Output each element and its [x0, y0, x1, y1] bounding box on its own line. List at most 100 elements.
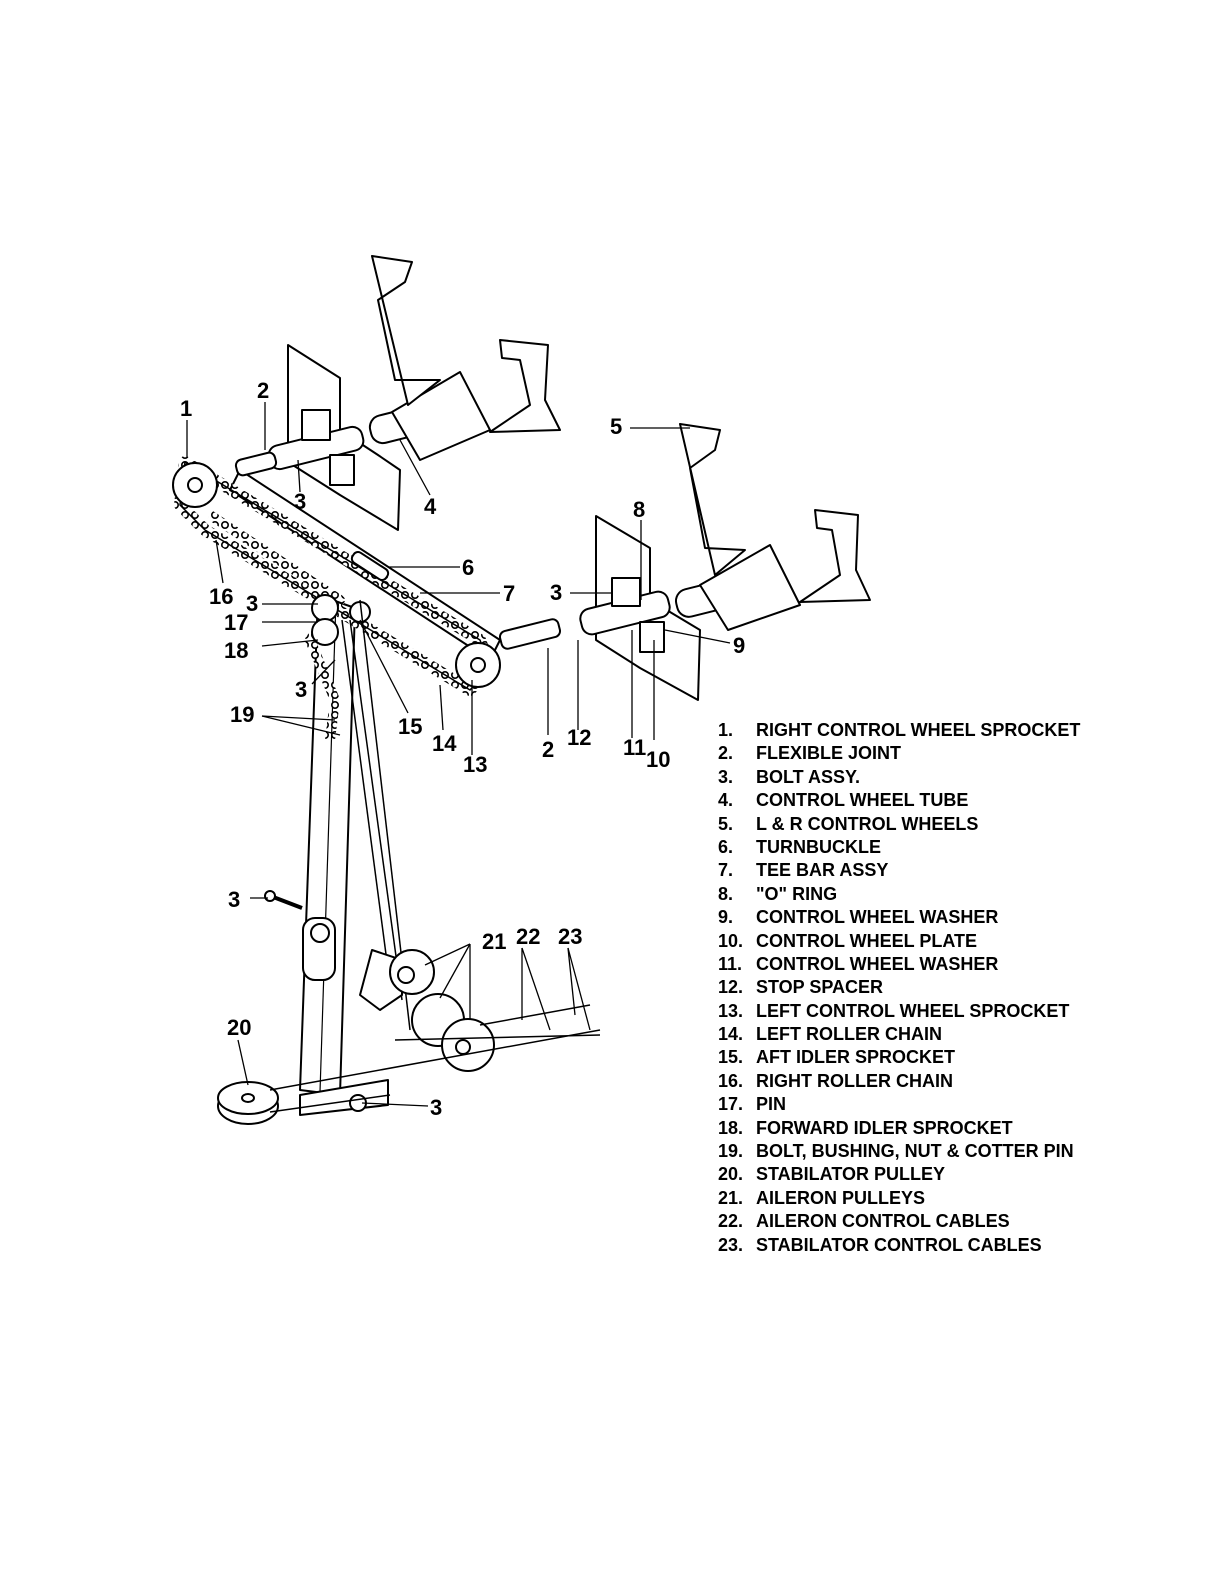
- legend-label: AILERON CONTROL CABLES: [756, 1211, 1010, 1232]
- legend-number: 13.: [718, 1000, 744, 1021]
- callout-10: 10: [646, 747, 670, 772]
- legend-number: 9.: [718, 907, 734, 928]
- callout-6: 6: [462, 555, 474, 580]
- legend-number: 4.: [718, 790, 734, 811]
- legend-number: 1.: [718, 720, 734, 740]
- legend-item: 18. FORWARD IDLER SPROCKET: [718, 1117, 1178, 1140]
- callout-16: 16: [209, 584, 233, 609]
- callout-2-upper: 2: [257, 378, 269, 403]
- callout-4: 4: [424, 494, 437, 519]
- legend-label: CONTROL WHEEL WASHER: [756, 907, 999, 928]
- leader-lines: [186, 402, 731, 1107]
- upper-control-wheel-tube: [234, 409, 365, 486]
- legend-label: AFT IDLER SPROCKET: [756, 1047, 956, 1068]
- legend-label: "O" RING: [756, 883, 838, 904]
- legend-number: 8.: [718, 883, 734, 904]
- legend-label: FLEXIBLE JOINT: [756, 743, 902, 764]
- legend-item: 19. BOLT, BUSHING, NUT & COTTER PIN: [718, 1140, 1178, 1163]
- legend-number: 18.: [718, 1117, 744, 1138]
- mechanism-drawing: [172, 255, 871, 1125]
- turnbuckle: [350, 550, 390, 582]
- legend-number: 23.: [718, 1234, 744, 1255]
- legend-label: TURNBUCKLE: [756, 836, 881, 857]
- callout-12: 12: [567, 725, 591, 750]
- legend-number: 7.: [718, 860, 734, 881]
- legend-number: 6.: [718, 836, 734, 857]
- legend-number: 19.: [718, 1141, 744, 1162]
- legend-label: PIN: [756, 1094, 787, 1115]
- legend-item: 8. "O" RING: [718, 883, 1178, 906]
- aileron-pulleys: [389, 949, 495, 1072]
- loose-bolt: [264, 890, 303, 910]
- callout-23: 23: [558, 924, 582, 949]
- callout-8: 8: [633, 497, 645, 522]
- legend-item: 11.CONTROL WHEEL WASHER: [718, 953, 1178, 976]
- callout-22: 22: [516, 924, 540, 949]
- callout-14: 14: [432, 731, 457, 756]
- right-sprocket: [172, 462, 218, 508]
- legend-label: BOLT, BUSHING, NUT & COTTER PIN: [756, 1141, 1074, 1162]
- legend-item: 5. L & R CONTROL WHEELS: [718, 813, 1178, 836]
- stabilator-pulley: [217, 1081, 279, 1125]
- upper-control-wheel: [368, 255, 561, 461]
- legend-item: 17. PIN: [718, 1093, 1178, 1116]
- callout-18: 18: [224, 638, 248, 663]
- legend-number: 17.: [718, 1094, 744, 1115]
- callout-3-lower-tube: 3: [550, 580, 562, 605]
- left-sprocket: [455, 642, 501, 688]
- legend-number: 3.: [718, 766, 734, 787]
- legend-label: STABILATOR CONTROL CABLES: [756, 1234, 1042, 1255]
- legend-item: 9. CONTROL WHEEL WASHER: [718, 906, 1178, 929]
- legend-item: 12.STOP SPACER: [718, 976, 1178, 999]
- callout-3-bottom: 3: [430, 1095, 442, 1120]
- callout-3-idler: 3: [246, 591, 258, 616]
- legend-label: FORWARD IDLER SPROCKET: [756, 1117, 1013, 1138]
- legend-number: 16.: [718, 1070, 744, 1091]
- legend-item: 15. AFT IDLER SPROCKET: [718, 1046, 1178, 1069]
- legend-item: 20. STABILATOR PULLEY: [718, 1163, 1178, 1186]
- legend-item: 10. CONTROL WHEEL PLATE: [718, 930, 1178, 953]
- callout-21: 21: [482, 929, 506, 954]
- callout-1: 1: [180, 396, 192, 421]
- callout-20: 20: [227, 1015, 251, 1040]
- legend-item: 6. TURNBUCKLE: [718, 836, 1178, 859]
- legend-item: 4. CONTROL WHEEL TUBE: [718, 789, 1178, 812]
- callout-3-chain: 3: [295, 677, 307, 702]
- legend-label: CONTROL WHEEL PLATE: [756, 930, 978, 951]
- legend-label: L & R CONTROL WHEELS: [756, 813, 979, 834]
- legend-item: 14. LEFT ROLLER CHAIN: [718, 1023, 1178, 1046]
- callout-labels: 1 2 3 4 5 6 7 8 3 9 16 3 17 18 3 19 15 1…: [180, 378, 745, 1120]
- legend-label: AILERON PULLEYS: [756, 1187, 926, 1208]
- lower-control-wheel: [674, 423, 871, 631]
- legend-number: 10.: [718, 930, 744, 951]
- callout-3-upper: 3: [294, 489, 306, 514]
- callout-2-lower: 2: [542, 737, 554, 762]
- legend-label: STABILATOR PULLEY: [756, 1164, 945, 1185]
- legend-label: RIGHT CONTROL WHEEL SPROCKET: [756, 720, 1081, 740]
- lower-control-wheel-tube: [498, 577, 671, 653]
- callout-11: 11: [623, 735, 646, 760]
- legend-number: 20.: [718, 1164, 744, 1185]
- legend-item: 13. LEFT CONTROL WHEEL SPROCKET: [718, 1000, 1178, 1023]
- legend-number: 15.: [718, 1047, 744, 1068]
- parts-legend: 1. RIGHT CONTROL WHEEL SPROCKET 2. FLEXIBL…: [718, 719, 1178, 1257]
- callout-19: 19: [230, 702, 254, 727]
- legend-label: LEFT CONTROL WHEEL SPROCKET: [756, 1000, 1070, 1021]
- legend-number: 22.: [718, 1211, 744, 1232]
- bottom-bracket: [299, 917, 403, 1116]
- callout-5: 5: [610, 414, 622, 439]
- callout-15: 15: [398, 714, 422, 739]
- callout-17: 17: [224, 610, 248, 635]
- legend-label: CONTROL WHEEL TUBE: [756, 790, 969, 811]
- legend-number: 14.: [718, 1024, 744, 1045]
- idler-sprockets: [311, 594, 371, 646]
- legend-label: CONTROL WHEEL WASHER: [756, 953, 999, 974]
- legend-item: 16.RIGHT ROLLER CHAIN: [718, 1070, 1178, 1093]
- legend-label: LEFT ROLLER CHAIN: [756, 1024, 942, 1045]
- callout-3-bolt: 3: [228, 887, 240, 912]
- legend-number: 5.: [718, 813, 734, 834]
- legend-number: 21.: [718, 1187, 744, 1208]
- legend-number: 2.: [718, 743, 734, 764]
- legend-item: 21. AILERON PULLEYS: [718, 1187, 1178, 1210]
